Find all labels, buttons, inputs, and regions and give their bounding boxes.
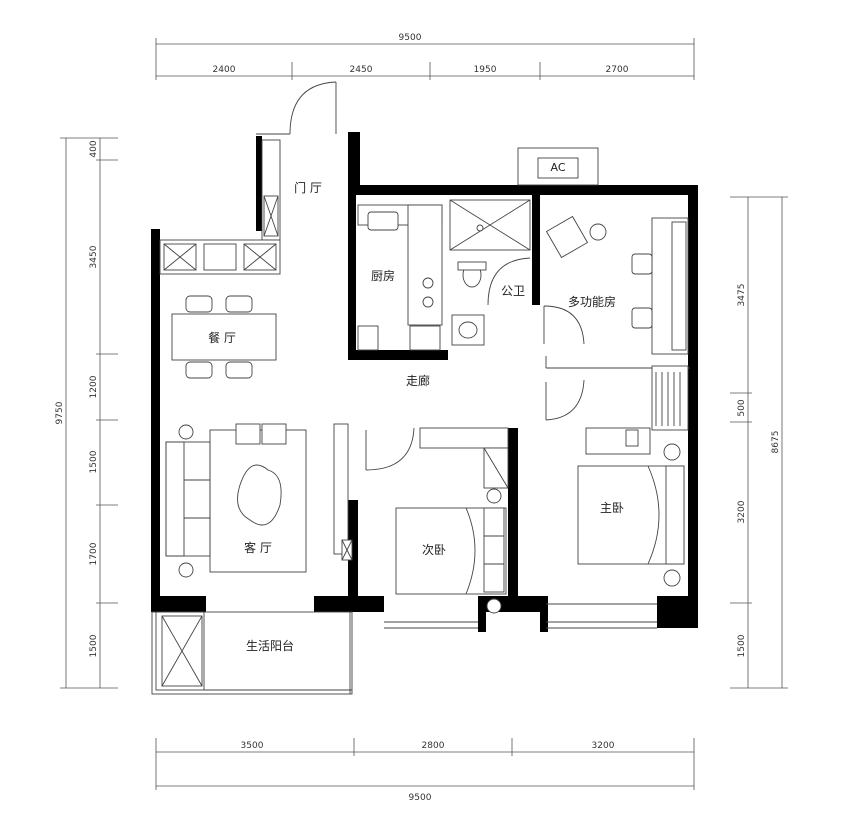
- room-second-bedroom-label: 次卧: [422, 543, 446, 557]
- dim-bottom-seg-2: 2800: [422, 741, 445, 751]
- ac-label: AC: [550, 161, 565, 174]
- room-balcony-label: 生活阳台: [246, 638, 294, 653]
- room-kitchen-label: 厨房: [371, 268, 395, 283]
- dim-left-seg-1: 400: [89, 140, 99, 157]
- desk: [651, 217, 689, 355]
- dim-top-total: 9500: [399, 33, 422, 43]
- sofa-icon: [165, 441, 211, 557]
- dim-bottom-total: 9500: [409, 793, 432, 803]
- dim-bottom-seg-1: 3500: [241, 741, 264, 751]
- dimension-left: 9750 400 3450 1200 1500 1700 1500: [55, 137, 118, 689]
- walls: [151, 132, 698, 632]
- dim-left-seg-2: 3450: [89, 245, 99, 268]
- dimension-top: 9500 2400 2450 1950 2700: [155, 33, 695, 80]
- room-living-label: 客 厅: [244, 540, 272, 555]
- dim-right-seg-2: 500: [737, 399, 747, 416]
- dim-top-seg-1: 2400: [213, 65, 236, 75]
- master-wardrobe: [651, 365, 689, 431]
- dining-sideboard: [159, 239, 281, 275]
- dim-right-seg-3: 3200: [737, 500, 747, 523]
- dim-top-seg-4: 2700: [606, 65, 629, 75]
- dim-left-seg-6: 1500: [89, 634, 99, 657]
- dim-top-seg-3: 1950: [474, 65, 497, 75]
- balcony-outline: [151, 611, 353, 695]
- room-master-bedroom-label: 主卧: [600, 501, 624, 515]
- armchair-icon: [545, 215, 589, 259]
- room-entry-label: 门 厅: [294, 180, 322, 195]
- dim-left-seg-3: 1200: [89, 375, 99, 398]
- dim-right-total: 8675: [771, 431, 781, 454]
- tv-cabinet: [333, 423, 349, 555]
- coffee-table-icon: [237, 464, 282, 526]
- dimension-bottom: 3500 2800 3200 9500: [155, 738, 695, 803]
- dimension-right: 8675 3475 500 3200 1500: [730, 196, 788, 689]
- dim-left-seg-5: 1700: [89, 542, 99, 565]
- room-bathroom-label: 公卫: [501, 284, 525, 298]
- room-multi-label: 多功能房: [568, 294, 616, 309]
- dim-bottom-seg-3: 3200: [592, 741, 615, 751]
- dim-left-total: 9750: [55, 401, 65, 424]
- dim-left-seg-4: 1500: [89, 450, 99, 473]
- dim-right-seg-1: 3475: [737, 284, 747, 307]
- master-desk: [585, 427, 651, 455]
- dim-top-seg-2: 2450: [350, 65, 373, 75]
- room-dining-label: 餐 厅: [208, 330, 236, 345]
- dim-right-seg-4: 1500: [737, 634, 747, 657]
- wardrobe: [419, 427, 509, 449]
- room-corridor-label: 走廊: [406, 373, 430, 388]
- dining-table-icon: [171, 313, 277, 361]
